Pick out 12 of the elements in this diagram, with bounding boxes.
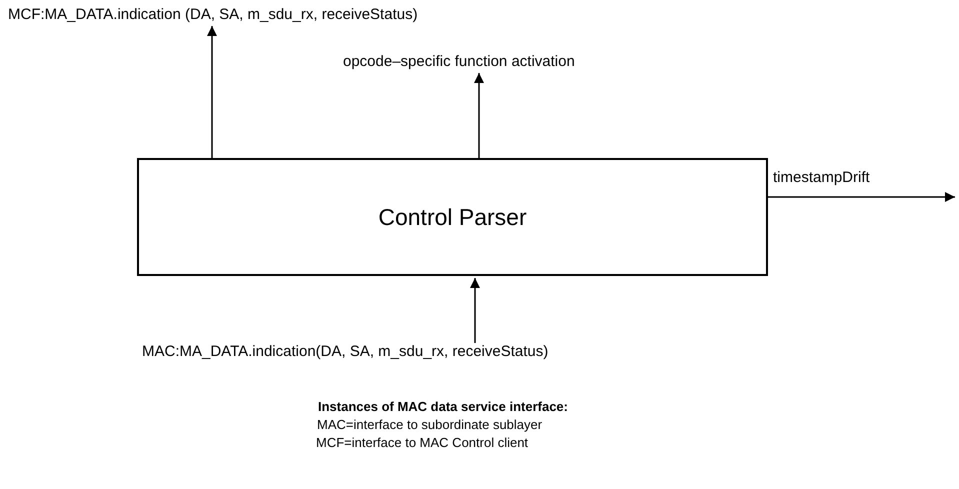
arrow	[474, 73, 484, 158]
note-text: MAC=interface to subordinate sublayer	[317, 416, 542, 433]
arrow	[470, 278, 480, 343]
signal-label: MCF:MA_DATA.indication (DA, SA, m_sdu_rx, receiveStatus)	[8, 6, 418, 24]
arrow	[768, 192, 955, 202]
note-text: Instances of MAC data service interface:	[318, 398, 568, 415]
arrow	[207, 26, 217, 158]
signal-label: MAC:MA_DATA.indication(DA, SA, m_sdu_rx, receiveStatus)	[142, 343, 548, 361]
process-box: Control Parser	[137, 158, 768, 276]
edge-label: timestampDrift	[773, 169, 870, 187]
signal-label: opcode–specific function activation	[343, 53, 575, 71]
note-text: MCF=interface to MAC Control client	[316, 434, 528, 451]
